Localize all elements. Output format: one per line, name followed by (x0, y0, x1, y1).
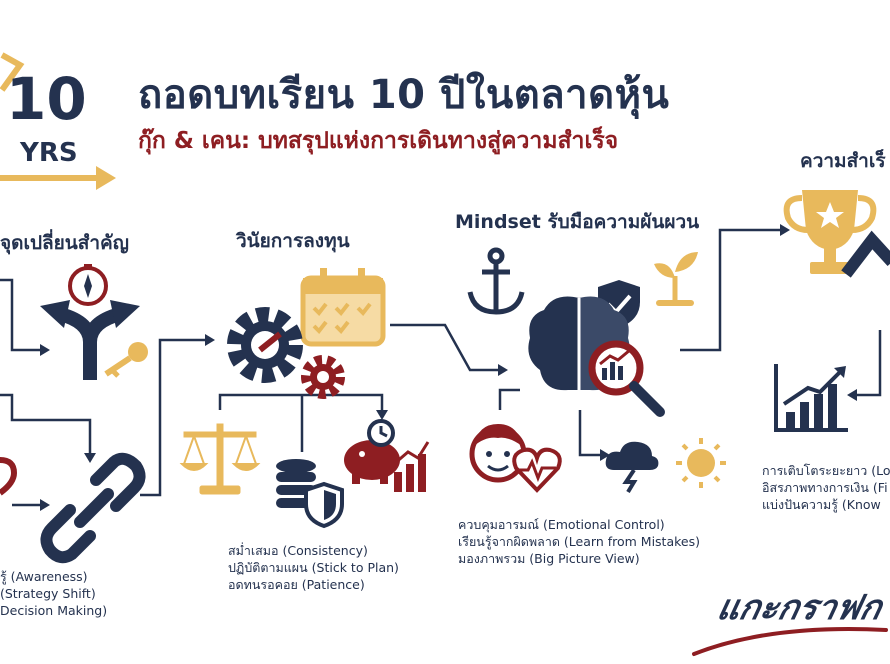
bullet-strategy-shift: (Strategy Shift) (0, 586, 96, 601)
shield-icon (304, 481, 344, 529)
bullet-share-knowledge: แบ่งปันความรู้ (Know (762, 497, 881, 512)
heart-icon (0, 457, 18, 496)
small-gear-icon (301, 355, 345, 399)
section-title-mindset: Mindset รับมือความผันผวน (455, 211, 700, 233)
bullet-patience: อดทนรอคอย (Patience) (228, 577, 365, 592)
compass-icon (68, 264, 108, 306)
up-chevron-icon (841, 230, 890, 278)
trophy-icon (783, 190, 877, 274)
storm-cloud-icon (605, 441, 659, 494)
gear-icon (227, 307, 303, 383)
anchor-icon (467, 247, 525, 315)
fork-arrows-icon (40, 300, 140, 380)
calendar-icon (300, 268, 386, 347)
scales-icon (179, 423, 261, 495)
logo-graphic (0, 52, 116, 190)
bar-chart-icon (774, 364, 848, 432)
magnifier-chart-icon (588, 340, 665, 417)
logo: 10 YRS (0, 40, 120, 190)
section-title-discipline: วินัยการลงทุน (236, 230, 350, 252)
section-bullets-turning-point: รู้ (Awareness) (Strategy Shift) Decisio… (0, 568, 107, 619)
bullet-long-term-growth: การเติบโตระยะยาว (Lo (762, 463, 890, 478)
bullet-emotional-control: ควบคุมอารมณ์ (Emotional Control) (458, 517, 665, 532)
brand-underline (692, 627, 888, 656)
section-title-turning-point: จุดเปลี่ยนสำคัญ (0, 232, 129, 254)
bullet-awareness: รู้ (Awareness) (0, 569, 88, 584)
piggy-bank-icon (344, 440, 400, 484)
bullet-decision-making: Decision Making) (0, 603, 108, 618)
logo-unit: YRS (20, 138, 78, 168)
bullet-stick-to-plan: ปฏิบัติตามแผน (Stick to Plan) (228, 560, 399, 575)
section-bullets-discipline: สม่ำเสมอ (Consistency) ปฏิบัติตามแผน (St… (228, 542, 399, 593)
clock-icon (367, 419, 395, 447)
sun-icon (676, 438, 726, 488)
section-title-success: ความสำเร็ (800, 150, 886, 172)
section-bullets-mindset: ควบคุมอารมณ์ (Emotional Control) เรียนรู… (458, 516, 700, 567)
key-icon (104, 342, 148, 378)
bullet-financial-freedom: อิสรภาพทางการเงิน (Fi (762, 480, 888, 495)
page-title: ถอดบทเรียน 10 ปีในตลาดหุ้น (138, 72, 670, 118)
growth-bars-icon (393, 441, 430, 492)
logo-number: 10 (6, 65, 87, 133)
section-bullets-success: การเติบโตระยะยาว (Lo อิสรภาพทางการเงิน (… (762, 462, 890, 513)
bullet-big-picture: มองภาพรวม (Big Picture View) (458, 551, 640, 566)
bullet-learn-from-mistakes: เรียนรู้จากผิดพลาด (Learn from Mistakes) (458, 534, 700, 549)
heart-pulse-icon (512, 447, 562, 493)
chain-link-icon (40, 452, 146, 564)
bullet-consistency: สม่ำเสมอ (Consistency) (228, 543, 368, 558)
sprout-icon (654, 252, 698, 306)
page-subtitle: กุ๊ก & เคน: บทสรุปแห่งการเดินทางสู่ความส… (138, 128, 619, 154)
face-icon (469, 424, 527, 483)
